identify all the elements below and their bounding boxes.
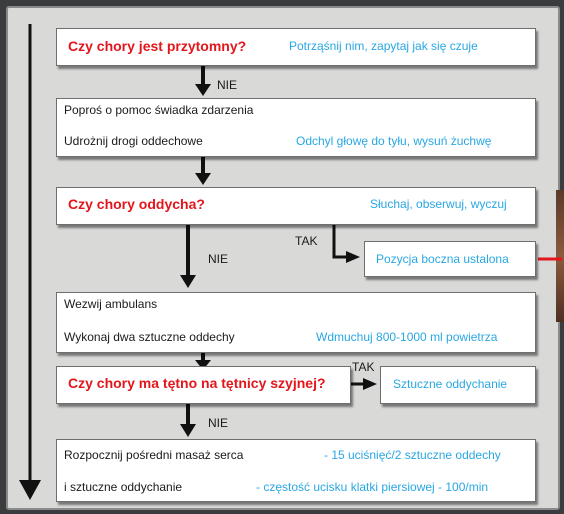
arrow-2-head <box>195 173 211 185</box>
main-flow-arrow-head <box>19 480 41 500</box>
arrow-3-head <box>180 275 196 288</box>
arrow-5-label: NIE <box>208 416 229 430</box>
arrow-4-head <box>195 360 211 370</box>
step-5-box <box>56 366 351 404</box>
step-6-hint-1: - 15 uciśnięć/2 sztuczne oddechy <box>324 448 501 462</box>
arrow-1-label: NIE <box>217 78 238 92</box>
step-6-hint-2: - częstość ucisku klatki piersiowej - 10… <box>256 480 489 494</box>
step-1-question: Czy chory jest przytomny? <box>68 38 247 54</box>
step-4-hint: Wdmuchuj 800-1000 ml powietrza <box>316 330 498 344</box>
step-2-line-2: Udrożnij drogi oddechowe <box>64 134 203 148</box>
step-5-yes-action: Sztuczne oddychanie <box>393 377 508 391</box>
branch-yes-label: TAK <box>295 234 318 248</box>
step-5-yes-label: TAK <box>352 360 375 374</box>
arrow-1-head <box>195 84 211 96</box>
step-6-line-1: Rozpocznij pośredni masaż serca <box>64 448 244 462</box>
step-2-box <box>56 98 536 157</box>
step-2-line-1: Poproś o pomoc świadka zdarzenia <box>64 103 254 117</box>
photo-strip <box>556 190 564 322</box>
step-4-box <box>56 292 536 353</box>
step-4-line-1: Wezwij ambulans <box>64 297 158 311</box>
step-1-hint: Potrząśnij nim, zapytaj jak się czuje <box>289 39 478 53</box>
arrow-tak2-head <box>363 378 377 390</box>
arrow-tak-line <box>332 225 348 259</box>
step-6-line-2: i sztuczne oddychanie <box>64 480 183 494</box>
arrow-3-label: NIE <box>208 252 229 266</box>
step-4-line-2: Wykonaj dwa sztuczne oddechy <box>64 330 235 344</box>
branch-yes-action: Pozycja boczna ustalona <box>376 252 509 266</box>
step-1-box <box>56 28 536 66</box>
arrow-5-head <box>180 424 196 437</box>
step-3-box <box>56 187 536 225</box>
step-3-question: Czy chory oddycha? <box>68 196 205 212</box>
branch-yes-box <box>364 241 536 277</box>
step-3-hint: Słuchaj, obserwuj, wyczuj <box>370 197 507 211</box>
arrow-tak-head <box>346 251 360 263</box>
step-5-question: Czy chory ma tętno na tętnicy szyjnej? <box>68 375 326 391</box>
step-5-yes-box <box>380 366 536 404</box>
step-6-box <box>56 439 536 502</box>
step-2-hint: Odchyl głowę do tyłu, wysuń żuchwę <box>296 134 492 148</box>
